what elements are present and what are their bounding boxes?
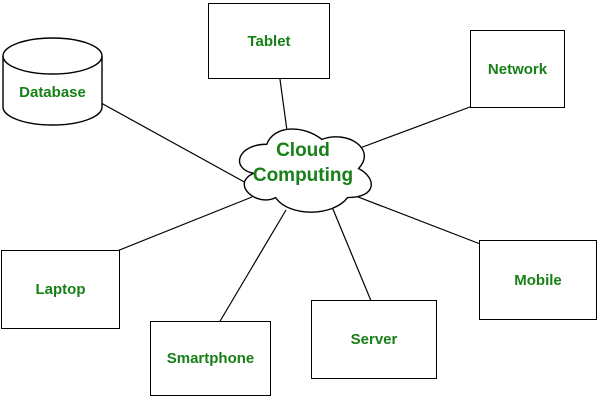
node-laptop: Laptop: [1, 250, 120, 329]
connector-cloud-network: [359, 103, 479, 149]
node-tablet: Tablet: [208, 3, 330, 79]
node-mobile: Mobile: [479, 240, 597, 320]
cloud-center-label: Cloud Computing: [252, 140, 354, 186]
connector-cloud-smartphone: [215, 209, 287, 329]
database-cylinder-shape: [2, 37, 103, 126]
database-cylinder-top-rim: [2, 55, 103, 75]
connector-cloud-server: [329, 201, 375, 309]
node-laptop-label: Laptop: [35, 281, 86, 298]
node-smartphone-label: Smartphone: [166, 350, 255, 367]
node-tablet-label: Tablet: [247, 32, 291, 50]
node-server: Server: [311, 300, 437, 379]
connector-cloud-laptop: [111, 196, 253, 254]
node-server-label: Server: [350, 331, 398, 348]
connector-cloud-mobile: [339, 189, 489, 248]
database-cylinder-body: [2, 37, 103, 126]
node-smartphone: Smartphone: [150, 321, 271, 396]
node-database-label: Database: [19, 83, 86, 101]
node-network-label: Network: [487, 60, 548, 78]
connector-cloud-tablet: [278, 71, 289, 139]
connector-cloud-database: [91, 97, 249, 185]
cloud-shape: [238, 128, 372, 213]
node-network: Network: [470, 30, 565, 108]
node-mobile-label: Mobile: [514, 271, 562, 289]
